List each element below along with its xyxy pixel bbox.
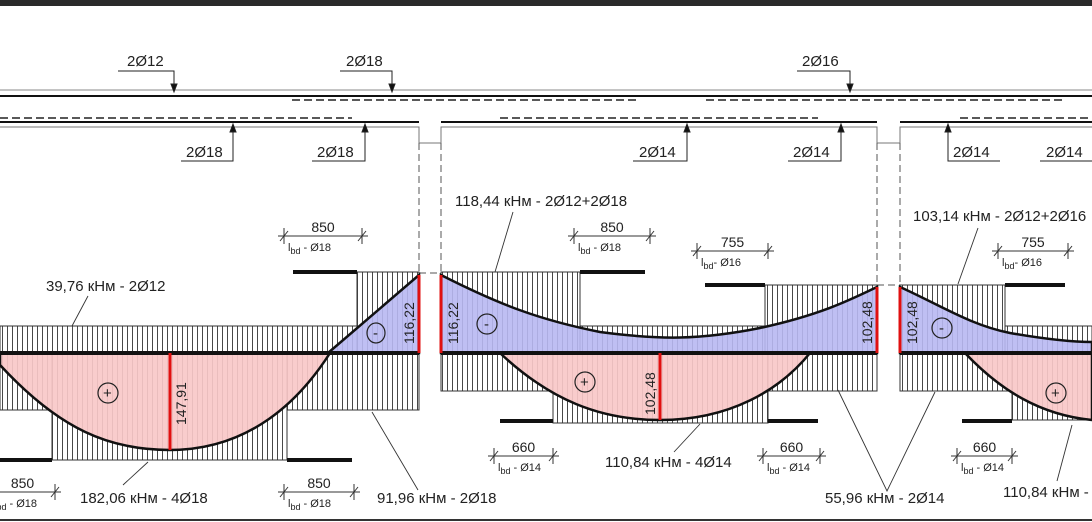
ordinate-value: 116,22 — [401, 302, 417, 344]
anchorage-length: 660 — [512, 439, 536, 455]
top-rebar-leaders — [118, 70, 854, 94]
bottom-rebar-leaders — [181, 122, 1092, 162]
minus-sign: - — [373, 325, 378, 342]
plus-sign: + — [580, 374, 589, 391]
negative-moment-area — [439, 272, 879, 355]
anchorage-length: 660 — [780, 439, 804, 455]
lbd-subscript: bd — [1004, 261, 1014, 271]
ordinate-value: 102,48 — [859, 301, 875, 344]
moment-label: 55,96 кНм - 2Ø14 — [825, 490, 944, 507]
plus-sign: + — [1051, 385, 1060, 402]
lbd-symbol: l — [288, 242, 290, 254]
anchorage-label: lbd- Ø16 — [1002, 257, 1042, 271]
beam-elevation — [0, 89, 1092, 286]
anchorage-dimension: 755 lbd- Ø16 — [992, 234, 1074, 271]
lbd-bar: - Ø16 — [1014, 257, 1042, 269]
lbd-symbol: l — [578, 242, 580, 254]
moment-label: 118,44 кНм - 2Ø12+2Ø18 — [455, 193, 627, 210]
top-rebar-label: 2Ø18 — [346, 53, 383, 70]
lbd-bar: - Ø16 — [713, 257, 741, 269]
anchorage-dimension: 755 lbd- Ø16 — [691, 234, 774, 271]
moment-label-leaders — [71, 211, 1073, 493]
bottom-rebar-label: 2Ø14 — [953, 144, 990, 161]
lbd-symbol: l — [1002, 257, 1004, 269]
bottom-rebar-label: 2Ø14 — [1046, 144, 1083, 161]
top-rebar-label: 2Ø12 — [127, 53, 164, 70]
lbd-bar: - Ø18 — [300, 242, 331, 254]
lbd-bar: - Ø14 — [973, 462, 1004, 474]
anchorage-length: 755 — [1021, 234, 1045, 250]
anchorage-length: 755 — [721, 234, 745, 250]
anchorage-length: 850 — [600, 219, 624, 235]
anchorage-label: lbd - Ø18 — [288, 498, 331, 512]
anchorage-dimension: 850 lbd - Ø18 — [278, 219, 368, 256]
moment-label: 110,84 кНм - — [1003, 484, 1089, 501]
bar-cutoff-marks — [0, 270, 1065, 462]
lbd-subscript: bd — [290, 246, 300, 256]
anchorage-label: lbd - Ø14 — [767, 462, 810, 476]
lbd-symbol: l — [498, 462, 500, 474]
plus-sign: + — [103, 385, 112, 402]
ordinate-value: 102,48 — [642, 372, 658, 415]
anchorage-dimension: 660 lbd - Ø14 — [951, 439, 1018, 476]
lbd-subscript: bd — [580, 246, 590, 256]
anchorage-label: lbd- Ø16 — [701, 257, 741, 271]
lbd-bar: - Ø18 — [6, 498, 37, 510]
anchorage-length: 850 — [307, 475, 331, 491]
bottom-rebar-label: 2Ø18 — [186, 144, 223, 161]
lbd-subscript: bd — [769, 466, 779, 476]
anchorage-length: 660 — [973, 439, 997, 455]
anchorage-label: lbd - Ø14 — [961, 462, 1004, 476]
ordinate-value: 116,22 — [445, 302, 461, 344]
lbd-symbol: l — [288, 498, 290, 510]
lbd-symbol: l — [767, 462, 769, 474]
moment-label: 103,14 кНм - 2Ø12+2Ø16 — [913, 208, 1086, 225]
moment-label: 182,06 кНм - 4Ø18 — [80, 490, 208, 507]
ordinate-lines — [168, 275, 902, 450]
bottom-rebar-label: 2Ø14 — [793, 144, 830, 161]
anchorage-dimension: 850 lbd - Ø18 — [0, 475, 61, 512]
anchorage-label: lbd - Ø18 — [0, 498, 37, 512]
bottom-rebar-label: 2Ø14 — [639, 144, 676, 161]
ordinate-value: 147,91 — [173, 382, 189, 425]
sign-circles — [97, 313, 1067, 404]
anchorage-length: 850 — [311, 219, 335, 235]
moment-label: 39,76 кНм - 2Ø12 — [46, 278, 165, 295]
top-dark-bar — [0, 0, 1092, 6]
lbd-symbol: l — [961, 462, 963, 474]
lbd-bar: - Ø14 — [779, 462, 810, 474]
lbd-subscript: bd — [703, 261, 713, 271]
lbd-subscript: bd — [0, 502, 6, 512]
lbd-bar: - Ø18 — [590, 242, 621, 254]
lbd-subscript: bd — [963, 466, 973, 476]
anchorage-label: lbd - Ø18 — [288, 242, 331, 256]
anchorage-dimension: 850 lbd - Ø18 — [278, 475, 360, 512]
top-rebar-label: 2Ø16 — [802, 53, 839, 70]
column-axes — [418, 143, 901, 286]
anchorage-label: lbd - Ø14 — [498, 462, 541, 476]
anchorage-dimension: 660 lbd - Ø14 — [488, 439, 559, 476]
ordinate-value: 102,48 — [904, 301, 920, 344]
moment-label: 110,84 кНм - 4Ø14 — [605, 454, 732, 471]
minus-sign: - — [939, 320, 944, 337]
anchorage-dimension: 850 lbd - Ø18 — [568, 219, 656, 256]
lbd-bar: - Ø14 — [510, 462, 541, 474]
minus-sign: - — [484, 316, 489, 333]
lbd-subscript: bd — [500, 466, 510, 476]
lbd-subscript: bd — [290, 502, 300, 512]
lbd-symbol: l — [701, 257, 703, 269]
moment-label: 91,96 кНм - 2Ø18 — [377, 490, 496, 507]
anchorage-length: 850 — [11, 475, 35, 491]
lbd-bar: - Ø18 — [300, 498, 331, 510]
bottom-rebar-label: 2Ø18 — [317, 144, 354, 161]
anchorage-label: lbd - Ø18 — [578, 242, 621, 256]
anchorage-dimension: 660 lbd - Ø14 — [757, 439, 826, 476]
